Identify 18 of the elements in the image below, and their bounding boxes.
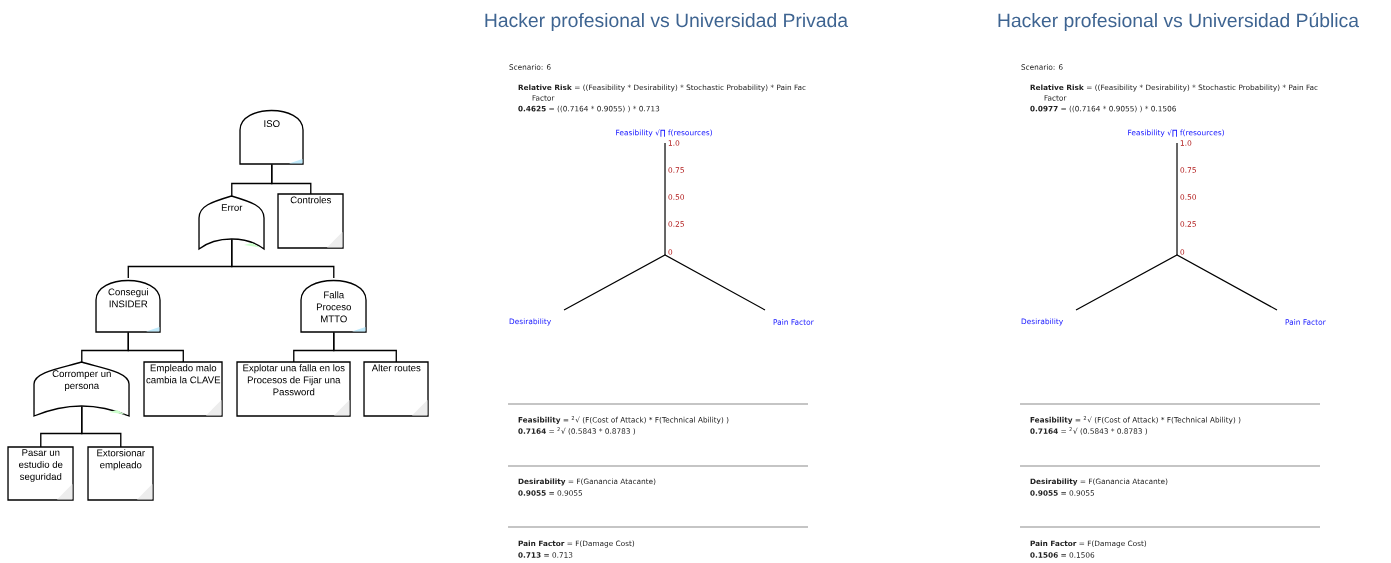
and-gate: Falla Proceso MTTO [300,279,367,333]
and-gate: Consegui INSIDER [95,279,161,333]
connector-line [271,163,312,195]
or-gate: Corromper un persona [33,361,130,417]
event-box: Pasar un estudio de seguridad [7,446,74,501]
event-box: Explotar una falla en los Procesos de Fijar una Password [236,361,351,417]
event-box: Controles [277,193,344,249]
or-gate: Error [198,195,265,250]
event-box: Extorsionar empleado [87,446,154,501]
panel-heading: Hacker profesional vs Universidad Pública [998,12,1359,32]
panel-heading: Hacker profesional vs Universidad Privada [485,13,849,31]
connector-line [127,331,184,363]
and-gate: ISO [239,109,304,165]
event-box: Empleado malo cambia la CLAVE [143,361,223,417]
connector-line [231,238,335,279]
connector-line [333,331,397,363]
event-box: Alter routes [363,361,429,417]
connector-line [81,405,122,448]
